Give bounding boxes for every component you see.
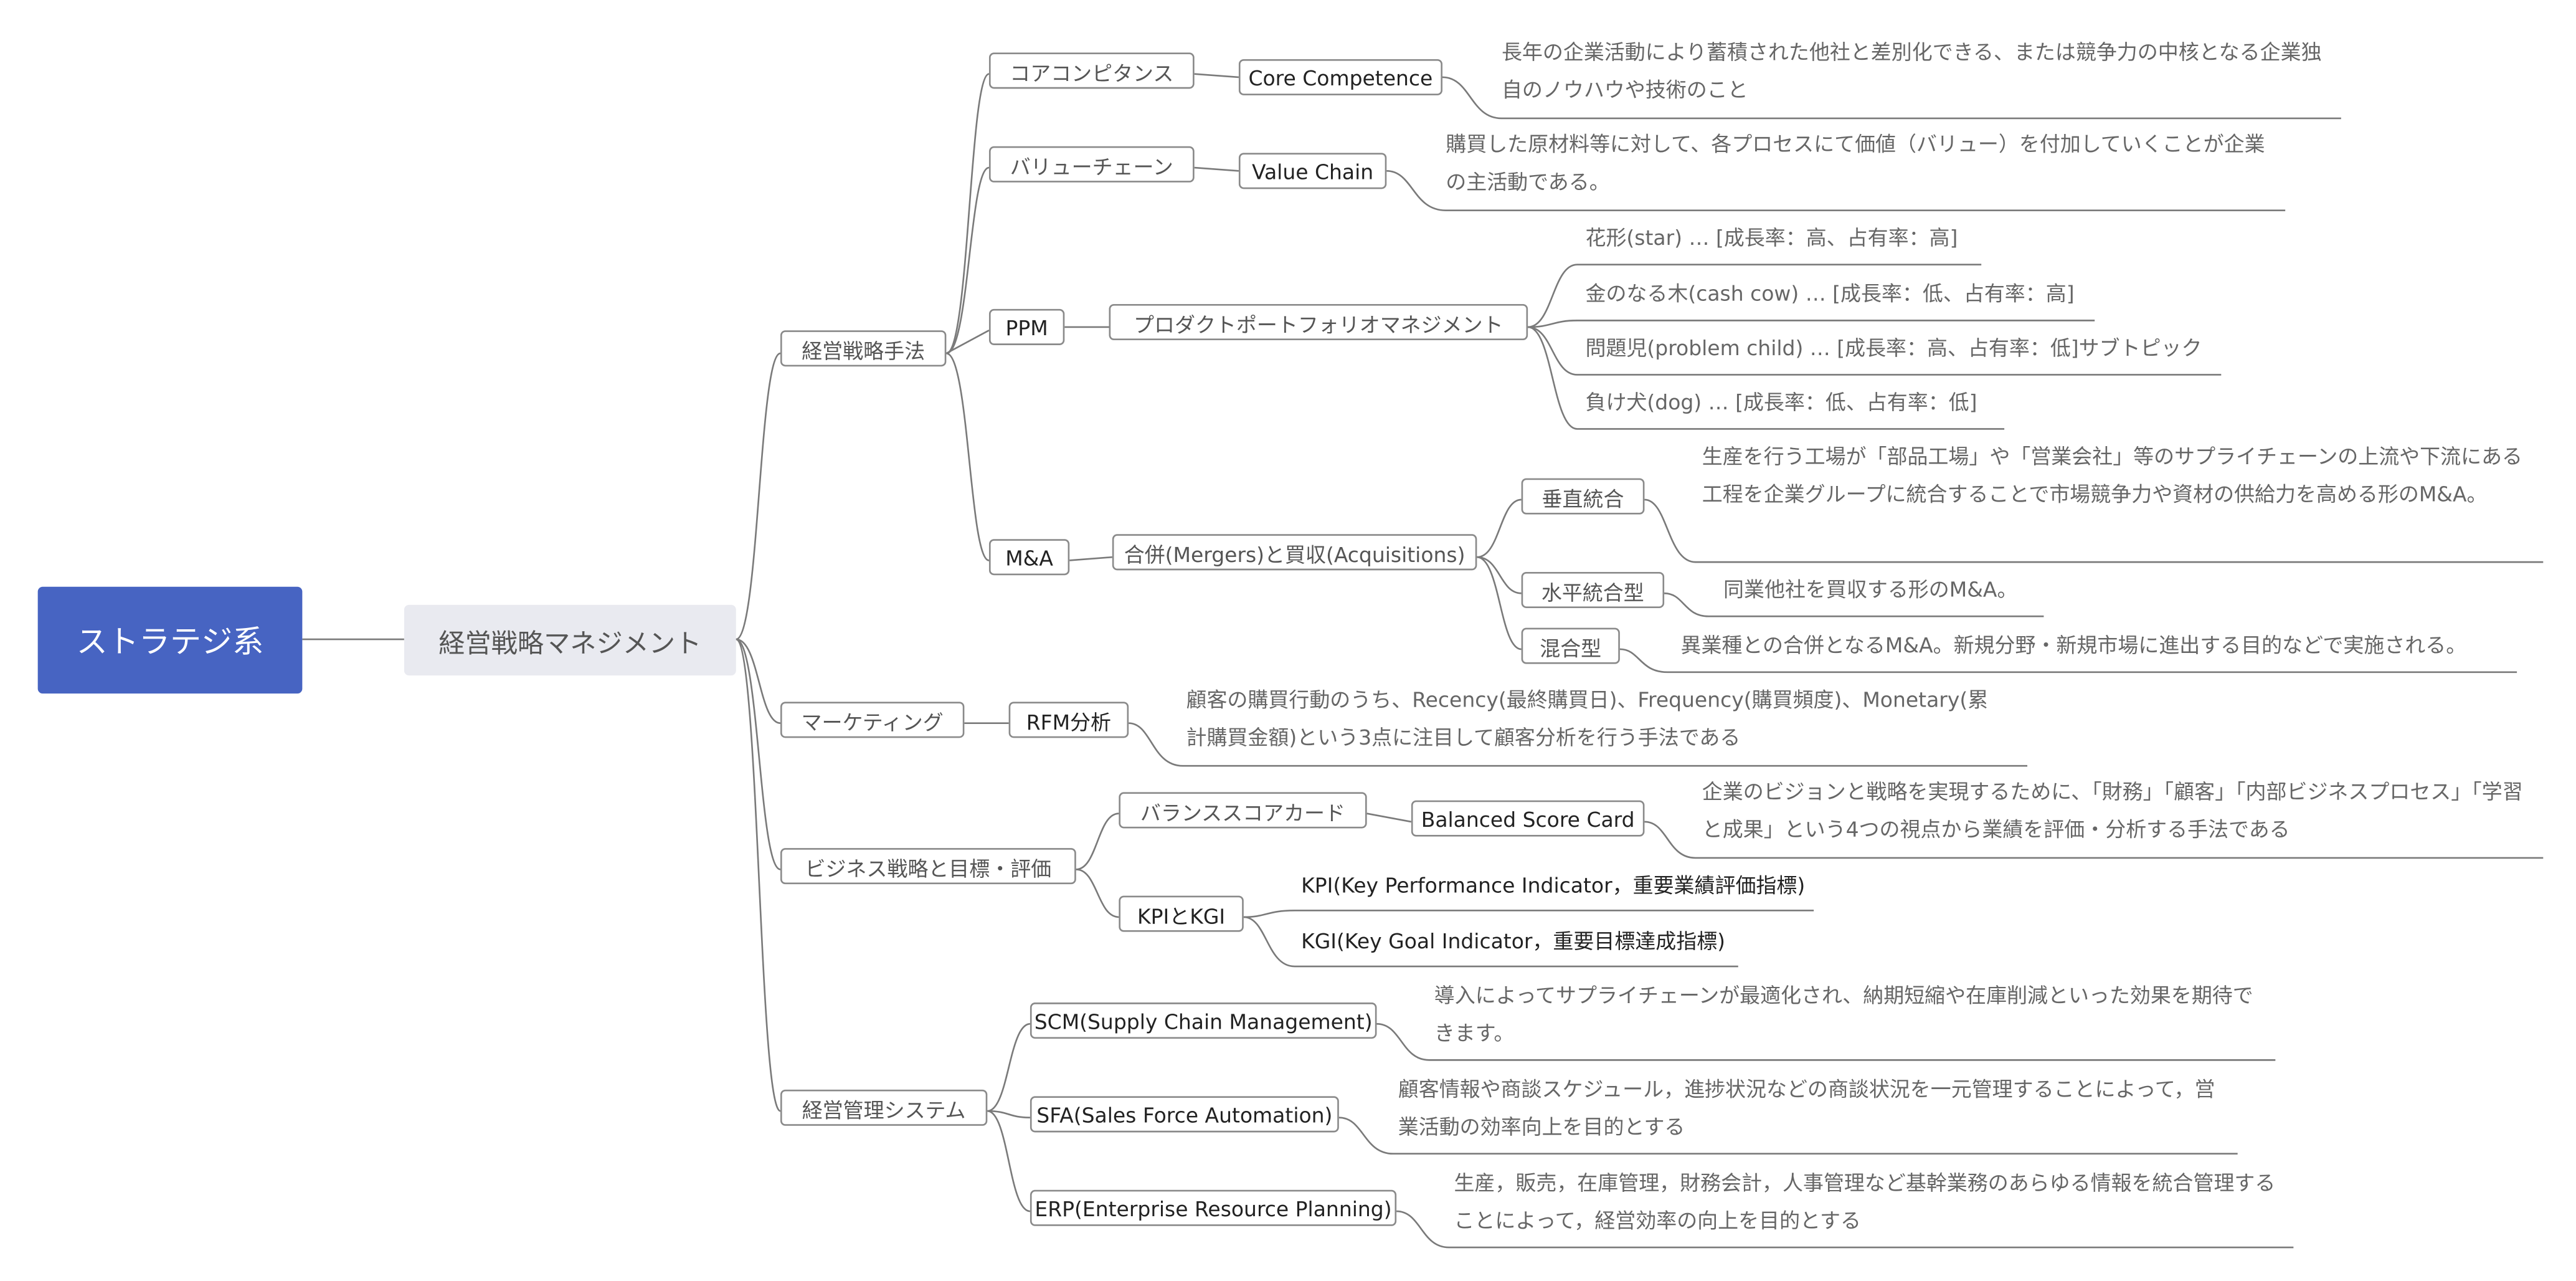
connector [1644, 821, 2544, 859]
topic-value-chain-en[interactable]: Value Chain [1238, 153, 1387, 189]
note-ppm-dog: 負け犬(dog) … [成長率：低、占有率：低] [1585, 389, 1977, 414]
connector [945, 330, 990, 355]
topic-core-competence-jp[interactable]: コアコンピタンス [988, 52, 1195, 89]
connector [1619, 648, 2517, 674]
topic-sfa[interactable]: SFA(Sales Force Automation) [1030, 1096, 1339, 1133]
connector [1664, 592, 2044, 617]
connector [1477, 498, 1522, 558]
connector [1386, 170, 2286, 211]
connector [1338, 1117, 2238, 1155]
topic-vertical-integration[interactable]: 垂直統合 [1521, 478, 1645, 515]
topic-management-systems[interactable]: 経営管理システム [780, 1089, 988, 1126]
topic-ma-full[interactable]: 合併(Mergers)と買収(Acquisitions) [1112, 534, 1477, 571]
connector [736, 638, 781, 724]
connector [1366, 812, 1412, 823]
note-vertical-integration: 生産を行う工場が「部品工場」や「営業会社」等のサプライチェーンの上流や下流にある… [1702, 444, 2523, 507]
topic-business-strategy[interactable]: ビジネス戦略と目標・評価 [780, 848, 1076, 885]
note-horizontal-integration: 同業他社を買収する形のM&A。 [1723, 576, 2018, 602]
connector [1477, 556, 1522, 650]
connector [1069, 556, 1112, 561]
connector [736, 638, 781, 870]
connector [1076, 812, 1119, 870]
note-value-chain: 購買した原材料等に対して、各プロセスにて価値（バリュー）を付加していくことが企業… [1446, 131, 2265, 194]
connector [1528, 326, 2222, 376]
note-scm: 導入によってサプライチェーンが最適化され、納期短縮や在庫削減といった効果を期待で… [1434, 983, 2253, 1045]
connector [1396, 1210, 2294, 1249]
topic-mixed-type[interactable]: 混合型 [1521, 627, 1620, 664]
topic-strategy-methods[interactable]: 経営戦略手法 [780, 330, 947, 367]
note-sfa: 顧客情報や商談スケジュール，進捗状況などの商談状況を一元管理することによって，営… [1398, 1076, 2215, 1139]
topic-balanced-scorecard-jp[interactable]: バランススコアカード [1119, 792, 1367, 829]
connector [1644, 498, 2544, 563]
connector [945, 73, 990, 355]
connector [1528, 264, 1982, 328]
topic-ppm-full[interactable]: プロダクトポートフォリオマネジメント [1109, 303, 1528, 341]
note-kgi: KGI(Key Goal Indicator，重要目標達成指標) [1301, 928, 1726, 953]
note-ppm-problem-child: 問題児(problem child) … [成長率：高、占有率：低]サブトピック [1585, 335, 2202, 360]
connector [1528, 320, 2095, 328]
topic-marketing[interactable]: マーケティング [780, 702, 965, 738]
connector [1442, 76, 2341, 120]
connector [1243, 916, 1738, 968]
connector [736, 352, 781, 640]
topic-ppm[interactable]: PPM [988, 308, 1065, 345]
note-balanced-scorecard: 企業のビジョンと戦略を実現するために、「財務」「顧客」「内部ビジネスプロセス」「… [1702, 779, 2523, 842]
connector [1376, 1023, 2276, 1061]
connector [736, 638, 782, 1112]
topic-scm[interactable]: SCM(Supply Chain Management) [1030, 1002, 1377, 1039]
connector [1243, 910, 1814, 918]
connector [945, 166, 990, 355]
note-ppm-cash-cow: 金のなる木(cash cow) … [成長率：低、占有率：高] [1585, 281, 2075, 306]
topic-horizontal-integration[interactable]: 水平統合型 [1521, 571, 1665, 608]
topic-value-chain-jp[interactable]: バリューチェーン [988, 146, 1195, 183]
connector [1129, 722, 2028, 767]
note-ppm-star: 花形(star) … [成長率：高、占有率：高] [1585, 225, 1958, 250]
connector [987, 1110, 1031, 1212]
main-topic-node[interactable]: 経営戦略マネジメント [404, 604, 736, 676]
connector [987, 1110, 1030, 1119]
topic-erp[interactable]: ERP(Enterprise Resource Planning) [1030, 1189, 1397, 1226]
connector [1194, 166, 1239, 172]
connector [1194, 73, 1239, 79]
connector [987, 1023, 1031, 1112]
note-core-competence: 長年の企業活動により蓄積された他社と差別化できる、または競争力の中核となる企業独… [1501, 39, 2322, 102]
topic-balanced-scorecard-en[interactable]: Balanced Score Card [1411, 800, 1645, 837]
connector [1076, 869, 1119, 918]
connector [1527, 326, 2005, 430]
note-kpi: KPI(Key Performance Indicator，重要業績評価指標) [1301, 872, 1806, 898]
topic-kpi-kgi[interactable]: KPIとKGI [1119, 895, 1244, 932]
topic-rfm-analysis[interactable]: RFM分析 [1008, 702, 1129, 738]
note-rfm-analysis: 顧客の購買行動のうち、Recency(最終購買日)、Frequency(購買頻度… [1186, 687, 1989, 750]
topic-ma[interactable]: M&A [988, 539, 1070, 576]
root-node[interactable]: ストラテジ系 [37, 586, 303, 694]
topic-core-competence-en[interactable]: Core Competence [1238, 59, 1442, 95]
connector [1477, 556, 1522, 594]
note-mixed-type: 異業種との合併となるM&A。新規分野・新規市場に進出する目的などで実施される。 [1680, 632, 2467, 658]
note-erp: 生産，販売，在庫管理，財務会計，人事管理など基幹業務のあらゆる情報を統合管理する… [1454, 1170, 2276, 1233]
connector [945, 352, 990, 561]
